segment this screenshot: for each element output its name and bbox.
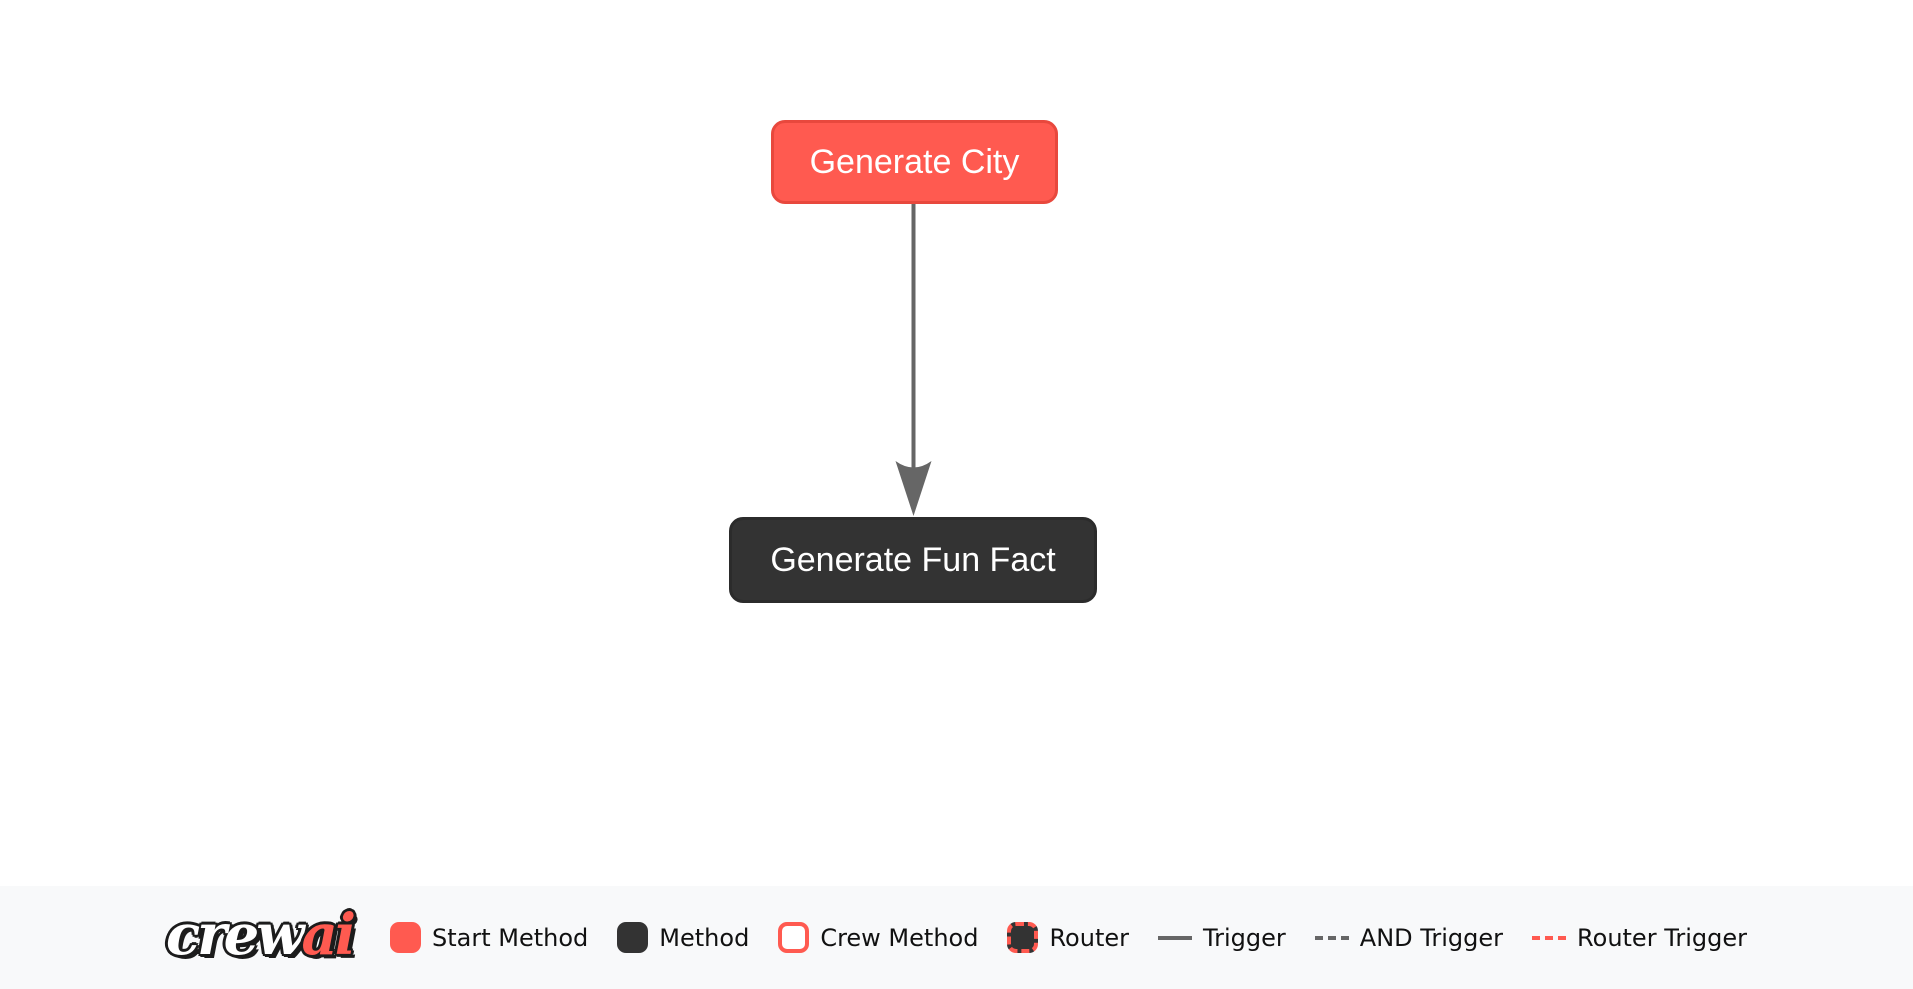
- legend-item-trigger: Trigger: [1158, 924, 1286, 952]
- router-trigger-line-icon: [1532, 935, 1567, 940]
- trigger-line-icon: [1158, 935, 1192, 940]
- method-swatch-icon: [617, 922, 649, 953]
- legend-bar: crew ai Start Method Method Crew Method …: [0, 886, 1913, 989]
- legend-item-router-trigger: Router Trigger: [1532, 924, 1747, 952]
- legend-label: Router Trigger: [1577, 923, 1747, 952]
- legend-label: Trigger: [1203, 923, 1286, 952]
- node-generate-fun-fact[interactable]: Generate Fun Fact: [729, 517, 1097, 603]
- legend-item-method: Method: [617, 922, 749, 953]
- crewai-logo-text-ai: ai: [301, 901, 356, 968]
- trigger-edge[interactable]: [895, 204, 932, 516]
- trigger-edge-arrowhead-icon: [895, 461, 932, 516]
- legend-item-start-method: Start Method: [390, 922, 588, 953]
- crew-method-swatch-icon: [778, 922, 810, 953]
- legend-label: Crew Method: [820, 923, 979, 952]
- legend-label: Method: [659, 923, 750, 952]
- node-generate-city[interactable]: Generate City: [771, 120, 1058, 204]
- legend-item-and-trigger: AND Trigger: [1314, 923, 1504, 952]
- router-swatch-icon: [1007, 922, 1039, 953]
- legend-label: AND Trigger: [1359, 923, 1504, 952]
- crewai-logo-text-crew: crew: [166, 901, 304, 968]
- crewai-logo: crew ai: [166, 902, 361, 974]
- and-trigger-line-icon: [1314, 935, 1349, 940]
- legend-item-crew-method: Crew Method: [778, 922, 978, 953]
- node-label: Generate City: [809, 142, 1020, 181]
- legend-label: Start Method: [432, 923, 589, 952]
- legend-label: Router: [1049, 923, 1129, 952]
- legend-item-router: Router: [1007, 922, 1129, 953]
- start-method-swatch-icon: [390, 922, 422, 953]
- node-label: Generate Fun Fact: [770, 540, 1056, 579]
